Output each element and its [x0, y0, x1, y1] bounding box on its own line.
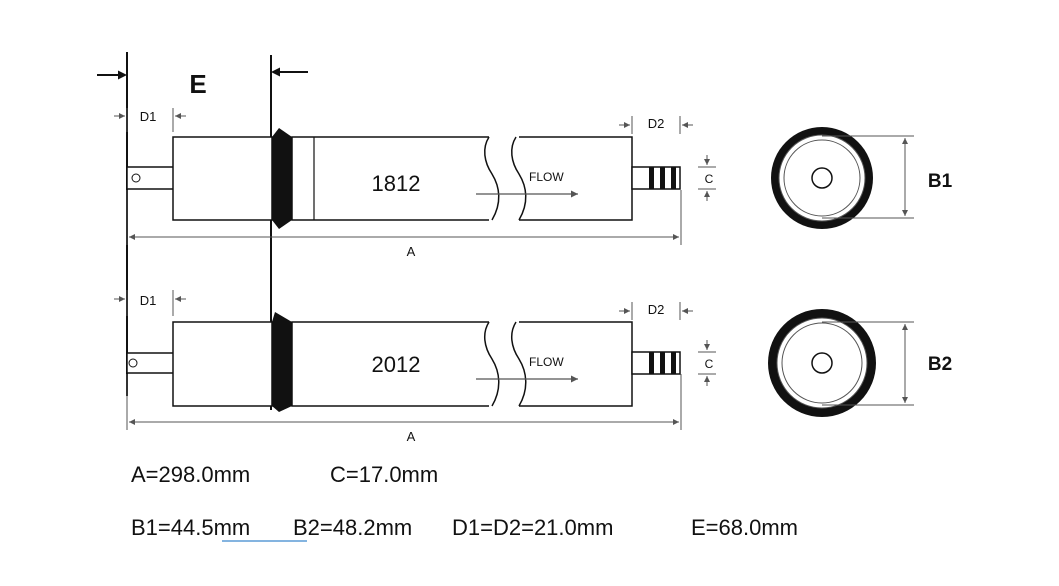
inlet-port-top [131, 173, 141, 183]
break-mark-top [484, 136, 500, 221]
spec-c: C=17.0mm [330, 462, 439, 487]
spec-b1: B1=44.5mm [131, 515, 251, 540]
dimension-d1-top-label: D1 [140, 109, 157, 124]
end-view-b1: B1 [771, 127, 953, 229]
outlet-fitting-bottom [631, 351, 681, 375]
brine-seal-bottom [272, 312, 292, 412]
dimension-a-bottom: A [126, 374, 682, 444]
dimension-d1-top: D1 [114, 108, 186, 132]
spec-b2: B2=48.2mm [293, 515, 413, 540]
dimension-d2-bottom: D2 [619, 302, 693, 320]
dimension-c-bottom-label: C [705, 357, 714, 371]
dimension-b1-label: B1 [928, 171, 953, 192]
dimension-b2-label: B2 [928, 354, 952, 375]
dimension-d2-top-label: D2 [648, 116, 665, 131]
brine-seal-top [272, 128, 292, 229]
spec-a: A=298.0mm [131, 462, 251, 487]
housing-main-bottom [291, 321, 633, 407]
membrane-1812: D1 1812 FLOW D2 [114, 108, 953, 259]
dimension-e-label: E [189, 69, 206, 99]
inlet-port-bottom [128, 358, 138, 368]
flow-label-bottom: FLOW [529, 355, 564, 369]
dimension-c-bottom: C [698, 340, 716, 386]
flow-label-top: FLOW [529, 170, 564, 184]
dimension-c-top: C [698, 155, 716, 201]
spec-d1-d2: D1=D2=21.0mm [452, 515, 614, 540]
dimension-c-top-label: C [705, 172, 714, 186]
dimension-a-top: A [126, 190, 682, 259]
housing-left-bottom [172, 321, 273, 407]
membrane-2012: D1 2012 FLOW D2 [114, 290, 952, 444]
housing-main-top [291, 136, 633, 221]
housing-left-top [172, 136, 273, 221]
dimension-d2-top: D2 [619, 116, 693, 134]
dimension-a-bottom-label: A [407, 429, 416, 444]
dimension-d1-bottom-label: D1 [140, 293, 157, 308]
dimension-a-top-label: A [407, 244, 416, 259]
dimension-d2-bottom-label: D2 [648, 302, 665, 317]
model-label-2012: 2012 [372, 352, 421, 377]
dimension-d1-bottom: D1 [114, 290, 186, 316]
end-view-b2: B2 [768, 309, 952, 417]
break-mark-bottom [484, 321, 500, 407]
spec-e: E=68.0mm [691, 515, 798, 540]
outlet-fitting-top [631, 166, 681, 190]
model-label-1812: 1812 [372, 171, 421, 196]
